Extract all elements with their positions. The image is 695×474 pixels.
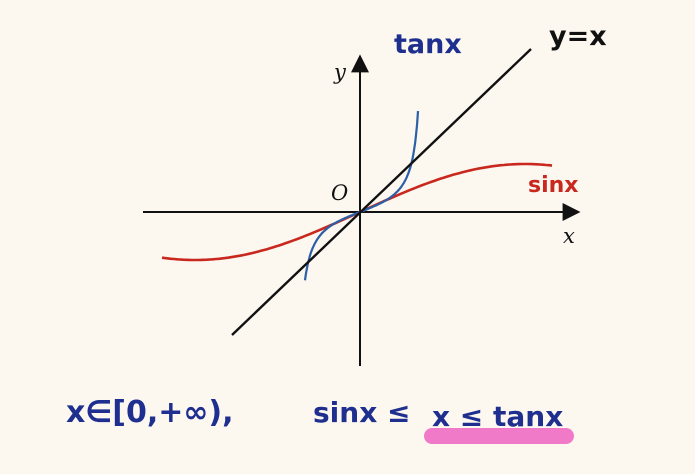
origin-label: O (331, 181, 348, 205)
domain-text: x∈[0,+∞), (66, 395, 233, 430)
tan-curve (303, 110, 420, 281)
x-axis-label: x (563, 224, 575, 248)
sin-curve-label: sinx (528, 173, 579, 198)
inequality-left-text: sinx ≤ (313, 396, 410, 429)
identity-line (231, 48, 532, 336)
identity-line-label: y=x (549, 21, 607, 52)
highlight-underline (424, 428, 574, 444)
inequality-highlight-text: x ≤ tanx (432, 400, 563, 433)
tan-curve-label: tanx (394, 29, 462, 60)
y-axis-label: y (333, 60, 347, 84)
